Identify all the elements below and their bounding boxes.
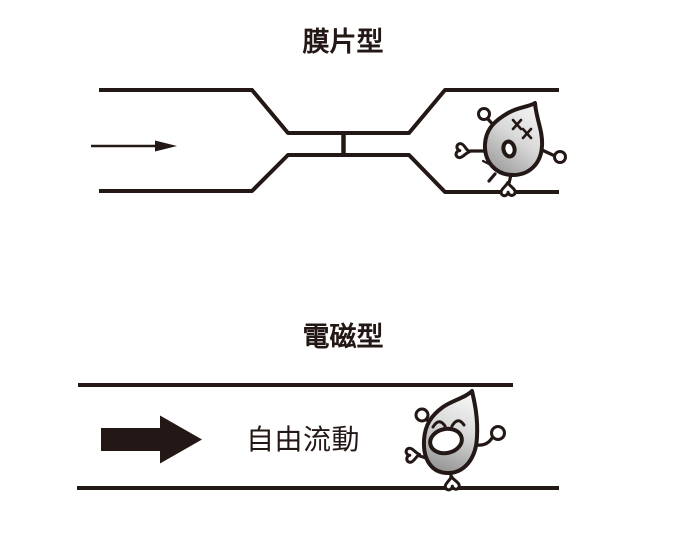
happy-eyes-icon	[431, 419, 466, 429]
droplet-heart-foot	[499, 180, 517, 198]
happy-running-droplet-character-icon	[404, 389, 506, 492]
droplet-mouth	[501, 139, 517, 159]
diaphragm-figure: 膜片型	[91, 27, 567, 198]
droplet-hand	[490, 425, 506, 441]
electromagnetic-title: 電磁型	[303, 322, 384, 353]
straight-pipe-icon	[77, 383, 559, 490]
droplet-mouth	[428, 426, 464, 456]
thin-flow-arrow-icon	[91, 140, 177, 152]
droplet-hand	[553, 150, 567, 164]
dizzy-squeezed-droplet-character-icon	[454, 101, 567, 198]
bold-flow-arrow-icon	[101, 415, 202, 464]
droplet-heart-foot	[404, 445, 422, 465]
x-eyes-icon	[511, 118, 533, 140]
droplet-hand	[414, 407, 430, 423]
electromagnetic-figure: 電磁型 自由流動	[77, 322, 559, 492]
droplet-hand	[477, 107, 491, 121]
droplet-heart-hand	[454, 141, 472, 161]
constricted-pipe-icon	[99, 88, 559, 194]
droplet-heart-foot	[442, 474, 462, 492]
free-flow-label: 自由流動	[246, 423, 360, 456]
diaphragm-title: 膜片型	[303, 27, 384, 58]
droplet-body	[482, 101, 545, 177]
